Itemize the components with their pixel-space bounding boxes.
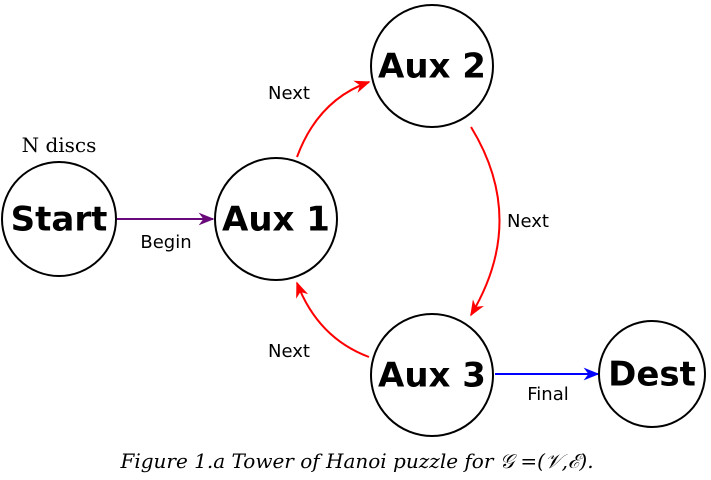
node-start: Start [1, 161, 117, 277]
n-discs-annotation: N discs [22, 133, 97, 157]
edge-aux1-aux2-label: Next [268, 83, 310, 104]
edge-aux3-aux1-label: Next [268, 341, 310, 362]
node-aux1: Aux 1 [214, 157, 338, 281]
node-start-label: Start [11, 200, 108, 240]
edge-aux2-aux3-label: Next [507, 211, 549, 232]
node-dest: Dest [598, 320, 706, 428]
edge-begin-label: Begin [140, 232, 191, 253]
node-aux2: Aux 2 [370, 4, 494, 128]
node-aux1-label: Aux 1 [222, 200, 330, 240]
edge-aux3-to-aux1 [296, 281, 370, 358]
edge-aux1-to-aux2 [296, 80, 371, 158]
figure-caption: Figure 1.a Tower of Hanoi puzzle for 𝒢 =… [119, 449, 593, 473]
node-dest-label: Dest [608, 355, 696, 395]
edge-final-label: Final [527, 384, 568, 405]
node-aux3-label: Aux 3 [378, 356, 486, 396]
node-aux2-label: Aux 2 [378, 47, 486, 87]
node-aux3: Aux 3 [370, 313, 494, 437]
edge-aux2-to-aux3 [470, 126, 501, 317]
